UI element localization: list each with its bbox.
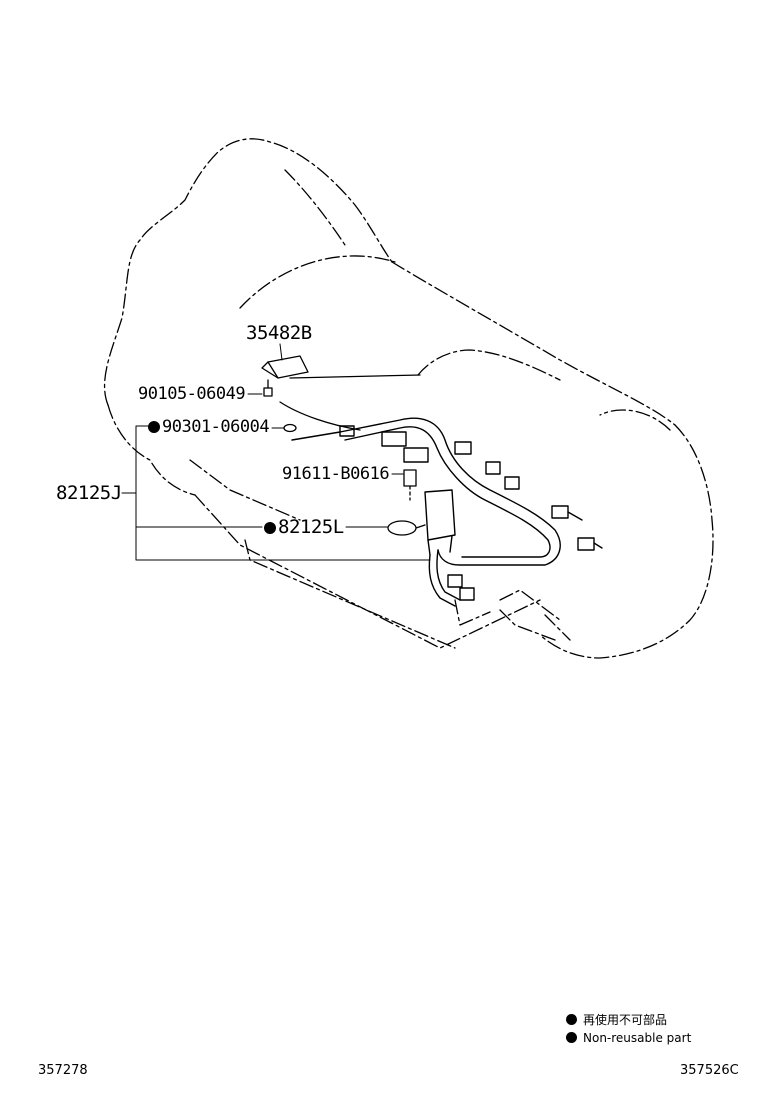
callout-90105-06049: 90105-06049 [138, 384, 246, 404]
legend-text-en: Non-reusable part [583, 1031, 692, 1045]
housing-details [279, 374, 421, 431]
nonreusable-dot-icon [148, 421, 160, 433]
footer-left-code: 357278 [38, 1063, 88, 1078]
legend-en: Non-reusable part [566, 1031, 691, 1045]
part-number: 90301-06004 [162, 417, 270, 437]
callout-82125l: 82125L [264, 518, 344, 537]
part-number: 82125L [278, 516, 344, 538]
nonreusable-dot-icon [566, 1014, 577, 1025]
nonreusable-dot-icon [566, 1032, 577, 1043]
callout-35482b: 35482B [246, 324, 312, 343]
part-number: 91611-B0616 [282, 464, 390, 484]
callout-91611-b0616: 91611-B0616 [282, 464, 390, 484]
leader-lines [121, 343, 431, 561]
legend-jp: 再使用不可部品 [566, 1011, 667, 1028]
wire-harness [291, 417, 603, 607]
part-number: 90105-06049 [138, 384, 246, 404]
callout-82125j: 82125J [56, 484, 122, 503]
part-number: 35482B [246, 322, 312, 344]
legend-text-jp: 再使用不可部品 [583, 1013, 668, 1027]
footer-right-code: 357526C [680, 1063, 739, 1078]
transmission-outline [104, 138, 714, 659]
part-number: 82125J [56, 482, 122, 504]
nonreusable-dot-icon [264, 522, 276, 534]
callout-90301-06004: 90301-06004 [148, 417, 270, 437]
